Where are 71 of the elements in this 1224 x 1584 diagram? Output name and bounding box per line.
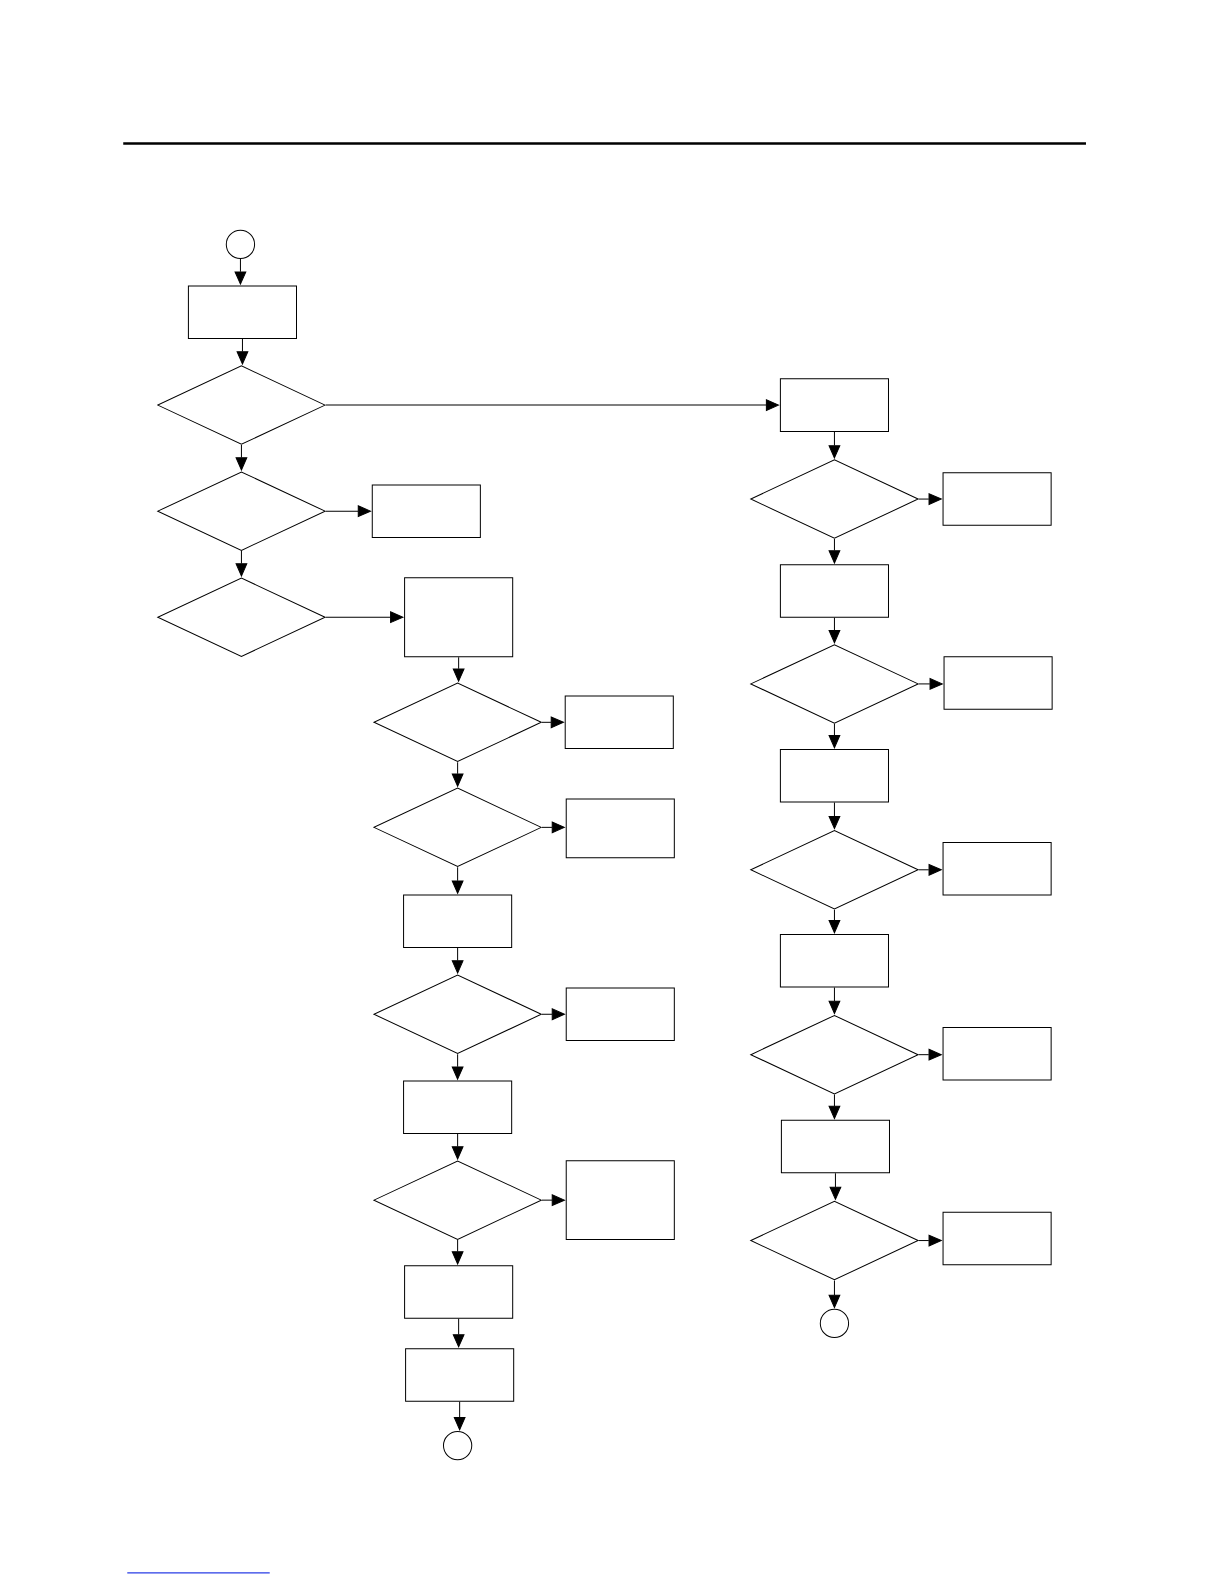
process-box [942, 1026, 1052, 1081]
decision-diamond [157, 365, 326, 445]
arrow [918, 678, 943, 690]
process-box [942, 842, 1052, 896]
process-box [780, 1119, 890, 1174]
arrow [828, 1094, 841, 1120]
arrow [451, 1053, 464, 1080]
arrow [829, 1172, 842, 1200]
arrow [451, 947, 464, 974]
process-box [779, 564, 889, 618]
process-box [779, 933, 889, 988]
arrow [828, 617, 841, 644]
arrow [452, 1318, 465, 1348]
process-box [371, 484, 481, 538]
arrow [452, 656, 465, 682]
decision-diamond [750, 1200, 919, 1281]
process-box [403, 1265, 513, 1319]
process-box [565, 987, 675, 1041]
process-box [402, 1080, 512, 1134]
arrow [828, 802, 841, 830]
decision-diamond [373, 682, 542, 762]
decision-diamond [373, 1160, 542, 1240]
arrow [828, 909, 841, 934]
decision-diamond [373, 787, 542, 868]
arrow [451, 866, 464, 894]
arrow [235, 444, 248, 471]
decision-diamond [750, 1015, 919, 1095]
arrow [235, 550, 248, 577]
process-box [402, 894, 512, 949]
arrow [325, 399, 779, 411]
arrow [918, 1234, 942, 1247]
arrow [234, 258, 247, 285]
arrow [918, 493, 942, 505]
arrow [541, 1194, 565, 1206]
arrow [325, 611, 404, 624]
process-box [779, 749, 889, 803]
arrow [453, 1401, 466, 1431]
process-box [942, 1211, 1052, 1266]
arrow [828, 723, 841, 749]
process-box [942, 472, 1052, 526]
arrow [828, 431, 841, 459]
arrow [541, 716, 564, 729]
process-box [404, 1348, 514, 1402]
arrow [541, 821, 565, 834]
arrow [451, 1239, 464, 1265]
decision-diamond [373, 974, 542, 1054]
arrow [828, 987, 841, 1014]
terminal-circle [225, 229, 255, 260]
arrow [325, 505, 371, 518]
arrow [918, 863, 942, 876]
arrow [828, 1279, 841, 1308]
arrow [451, 1133, 464, 1160]
terminal-circle [819, 1308, 849, 1339]
decision-diamond [750, 644, 919, 724]
decision-diamond [750, 459, 919, 539]
decision-diamond [157, 471, 326, 551]
process-box [943, 656, 1053, 710]
arrow [918, 1048, 942, 1061]
process-box [565, 798, 675, 859]
decision-diamond [157, 577, 326, 657]
process-box [403, 577, 513, 658]
arrow [451, 761, 464, 787]
process-box [565, 1160, 675, 1241]
process-box [187, 285, 297, 339]
decision-diamond [750, 830, 919, 910]
terminal-circle [442, 1430, 473, 1461]
process-box [779, 378, 889, 432]
arrow [236, 338, 249, 365]
arrow [541, 1008, 565, 1021]
arrow [828, 538, 841, 564]
process-box [564, 695, 674, 750]
